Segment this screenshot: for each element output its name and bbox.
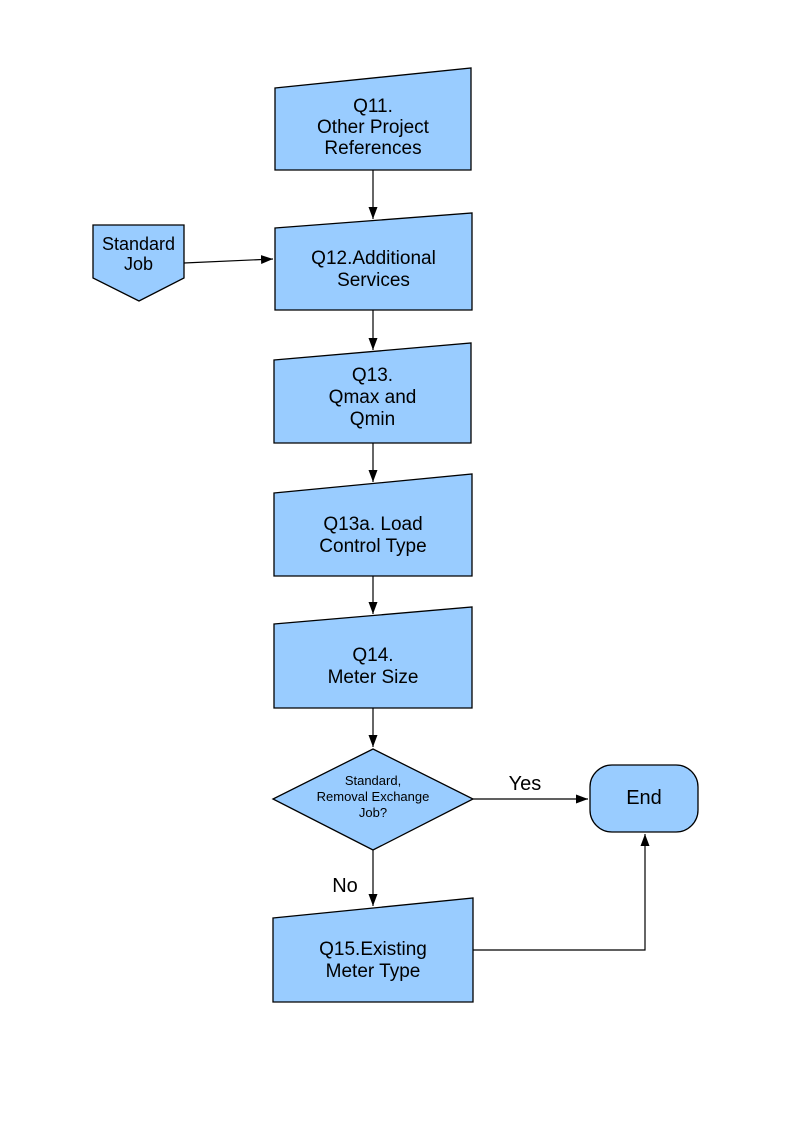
node-q14-shape (273, 606, 473, 709)
edge-q15-to-end (473, 834, 650, 951)
node-q12-shape (274, 212, 473, 311)
node-q15-label: Q15.Existing Meter Type (319, 939, 427, 982)
node-decision-label: Standard, Removal Exchange Job? (316, 773, 430, 820)
node-q14-label: Q14. Meter Size (327, 645, 419, 688)
edge-label-no: No (332, 875, 358, 897)
node-standard-job-shape (92, 224, 185, 302)
node-q13a-label: Q13a. Load Control Type (319, 514, 427, 557)
node-q13-shape (273, 342, 472, 444)
node-q13a-shape (273, 473, 473, 577)
node-end-shape (589, 764, 699, 833)
node-end-label: End (626, 787, 662, 809)
node-q13-label: Q13. Qmax and Qmin (328, 365, 417, 430)
node-decision-shape (271, 748, 475, 851)
node-q12-label: Q12.Additional Services (311, 248, 436, 291)
node-q15-shape (272, 897, 474, 1003)
edge-standardjob-to-q12 (183, 255, 274, 265)
node-q11-label: Q11. Other Project References (317, 96, 429, 159)
node-q11-shape (274, 67, 472, 171)
edge-label-yes: Yes (508, 773, 542, 795)
node-standard-job-label: Standard Job (101, 234, 176, 274)
